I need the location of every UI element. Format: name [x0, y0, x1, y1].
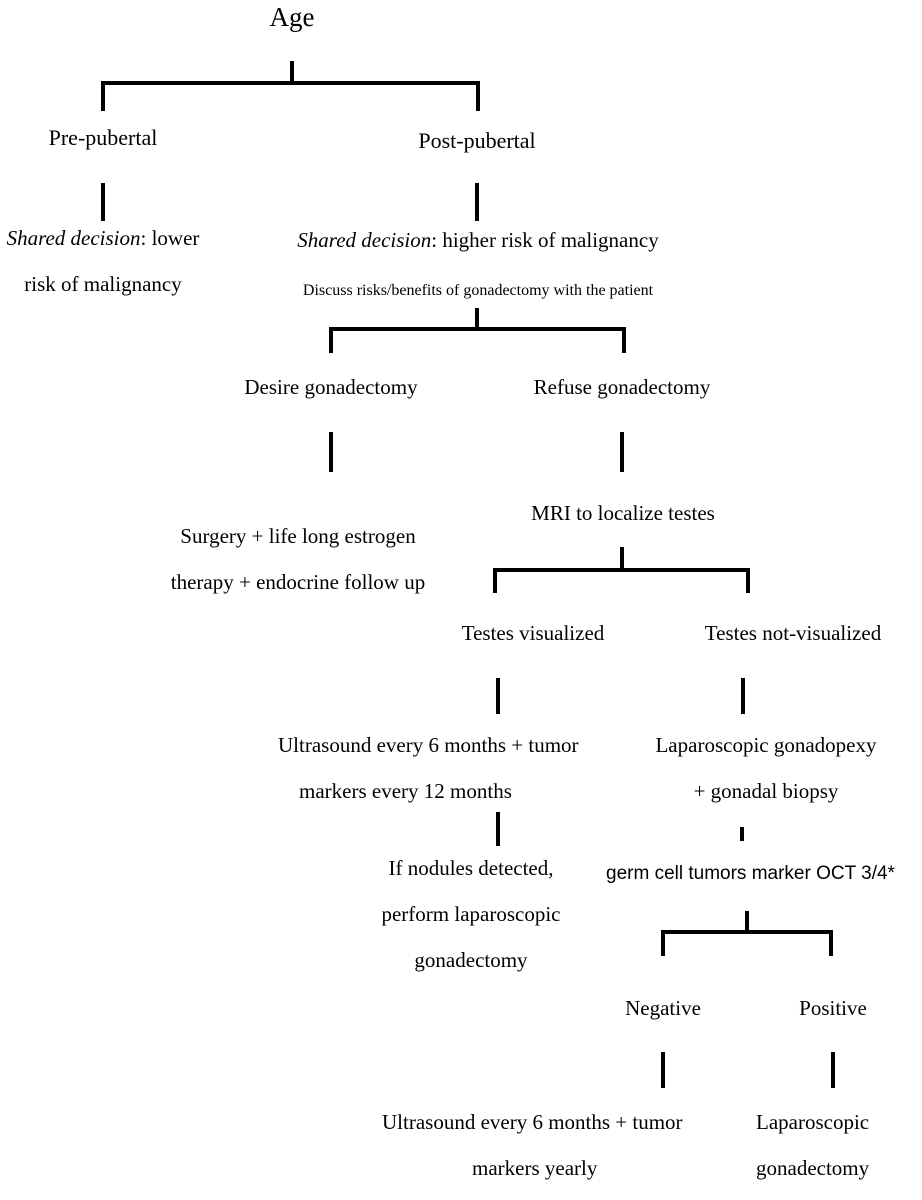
if-nodules-line1: If nodules detected,: [388, 856, 554, 880]
shared-decision-lower-rest: : lower: [140, 226, 200, 250]
node-age: Age: [232, 4, 352, 31]
laparoscopic-gonadectomy-line2: gonadectomy: [756, 1156, 870, 1180]
node-pre-pubertal-label: Pre-pubertal: [48, 125, 158, 150]
if-nodules-line2: perform laparoscopic: [381, 902, 561, 926]
connector-oct-stem: [745, 911, 749, 933]
connector-desire-gonadectomy: [329, 432, 333, 472]
if-nodules-line3: gonadectomy: [414, 948, 528, 972]
node-shared-decision-higher-risk: Shared decision: higher risk of malignan…: [288, 230, 668, 251]
node-mri-localize-testes: MRI to localize testes: [523, 503, 723, 524]
connector-post-pubertal: [475, 183, 479, 221]
node-desire-gonadectomy: Desire gonadectomy: [231, 377, 431, 398]
connector-positive: [831, 1052, 835, 1088]
node-negative-label: Negative: [625, 996, 701, 1020]
node-laparoscopic-gonadectomy: Laparoscopic gonadectomy: [756, 1112, 916, 1179]
laparoscopic-gonadectomy-line1: Laparoscopic: [756, 1110, 870, 1134]
surgery-line2: therapy + endocrine follow up: [170, 570, 426, 594]
ultrasound-6mo-line1: Ultrasound every 6 months + tumor: [278, 733, 579, 757]
shared-decision-higher-rest: : higher risk of malignancy: [431, 228, 659, 252]
node-surgery-estrogen-therapy: Surgery + life long estrogen therapy + e…: [163, 526, 433, 593]
node-shared-decision-lower-risk: Shared decision: lower risk of malignanc…: [0, 228, 213, 295]
ultrasound-yearly-line2: markers yearly: [472, 1156, 598, 1180]
node-refuse-gonadectomy: Refuse gonadectomy: [522, 377, 722, 398]
node-if-nodules-detected: If nodules detected, perform laparoscopi…: [341, 858, 601, 971]
shared-decision-lower-line2: risk of malignancy: [24, 272, 182, 296]
node-positive: Positive: [773, 998, 893, 1019]
shared-decision-higher-emphasis: Shared decision: [297, 228, 432, 252]
connector-negative: [661, 1052, 665, 1088]
laparoscopic-gonadopexy-line2: + gonadal biopsy: [693, 779, 839, 803]
node-discuss-risks-benefits: Discuss risks/benefits of gonadectomy wi…: [282, 283, 674, 299]
node-testes-visualized: Testes visualized: [438, 623, 628, 644]
node-testes-visualized-label: Testes visualized: [461, 621, 605, 645]
connector-gonadopexy-to-oct: [740, 827, 744, 841]
bracket-mri-result: [493, 568, 750, 593]
bracket-gonadectomy-choice: [329, 327, 626, 353]
node-mri-label: MRI to localize testes: [531, 501, 715, 525]
shared-decision-lower-emphasis: Shared decision: [6, 226, 141, 250]
node-testes-not-visualized-label: Testes not-visualized: [704, 621, 882, 645]
node-age-label: Age: [269, 2, 315, 32]
node-ultrasound-markers-yearly: Ultrasound every 6 months + tumor marker…: [382, 1112, 712, 1179]
node-ultrasound-every-6-months: Ultrasound every 6 months + tumor marker…: [278, 735, 718, 802]
connector-mri-stem: [620, 547, 624, 571]
connector-testes-not-visualized: [741, 678, 745, 714]
ultrasound-6mo-line2: markers every 12 months: [299, 779, 512, 803]
laparoscopic-gonadopexy-line1: Laparoscopic gonadopexy: [655, 733, 877, 757]
node-oct-marker: germ cell tumors marker OCT 3/4*: [606, 864, 922, 883]
node-negative: Negative: [603, 998, 723, 1019]
surgery-line1: Surgery + life long estrogen: [180, 524, 416, 548]
connector-age-stem: [290, 61, 294, 85]
node-testes-not-visualized: Testes not-visualized: [683, 623, 903, 644]
node-desire-gonadectomy-label: Desire gonadectomy: [244, 375, 418, 399]
node-pre-pubertal: Pre-pubertal: [13, 127, 193, 149]
node-discuss-label: Discuss risks/benefits of gonadectomy wi…: [302, 282, 654, 299]
node-positive-label: Positive: [799, 996, 867, 1020]
node-post-pubertal: Post-pubertal: [387, 130, 567, 152]
node-refuse-gonadectomy-label: Refuse gonadectomy: [533, 375, 711, 399]
connector-testes-visualized: [496, 678, 500, 714]
ultrasound-yearly-line1: Ultrasound every 6 months + tumor: [382, 1110, 683, 1134]
shared-decision-higher-line1: Shared decision: higher risk of malignan…: [288, 230, 668, 251]
bracket-age-split: [101, 81, 480, 111]
node-post-pubertal-label: Post-pubertal: [418, 128, 536, 153]
bracket-oct-result: [661, 930, 833, 956]
node-laparoscopic-gonadopexy: Laparoscopic gonadopexy + gonadal biopsy: [641, 735, 891, 802]
connector-pre-pubertal: [101, 183, 105, 221]
connector-ultrasound-to-nodules: [496, 812, 500, 846]
shared-decision-lower-line1: Shared decision: lower: [0, 228, 213, 249]
connector-discuss-stem: [475, 308, 479, 330]
connector-refuse-gonadectomy: [620, 432, 624, 472]
node-oct-marker-label: germ cell tumors marker OCT 3/4*: [606, 863, 895, 884]
